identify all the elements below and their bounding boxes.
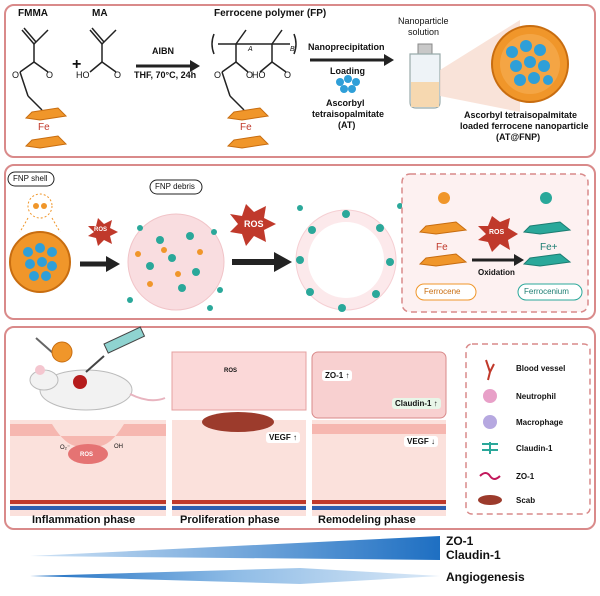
- fnp-shell-label: FNP shell: [13, 174, 48, 183]
- ferrocenium-fe-label: Fe+: [540, 242, 558, 253]
- phase-inflammation: Inflammation phase: [32, 514, 136, 526]
- nanoparticle-solution-line2: solution: [408, 27, 440, 37]
- nanoprecipitation-label: Nanoprecipitation: [308, 42, 385, 52]
- claudin1-up-label: Claudin-1 ↑: [392, 398, 441, 409]
- hollow-particle-icon: [295, 203, 411, 312]
- arrow-1: [80, 256, 120, 272]
- vegf-up-label: VEGF ↑: [266, 432, 301, 443]
- angiogenesis-trend-label: Angiogenesis: [446, 570, 525, 584]
- oh-inflam: OH: [114, 444, 123, 450]
- ma-ho-label: HO: [76, 70, 90, 80]
- fp-o2-label: O: [214, 70, 222, 80]
- ma-label: MA: [92, 8, 108, 19]
- conditions-label: THF, 70°C, 24h: [134, 70, 197, 80]
- nanoparticle-solution-line1: Nanoparticle: [398, 16, 449, 26]
- legend-blood-vessel: Blood vessel: [516, 364, 566, 373]
- vegf-down-label: VEGF ↓: [404, 436, 439, 447]
- phase-remodeling: Remodeling phase: [318, 514, 416, 526]
- zo1-claudin-wedge: [30, 536, 440, 560]
- fnp-shell-callout: [7, 171, 61, 233]
- skin-inflammation: [10, 420, 166, 516]
- reaction-arrow: [136, 60, 200, 72]
- at-label-line3: (AT): [338, 120, 356, 130]
- phase-proliferation: Proliferation phase: [180, 514, 280, 526]
- zo1-up-label: ZO-1 ↑: [322, 370, 353, 381]
- fnp-debris-callout: [149, 179, 203, 195]
- fp-ho-label: HO: [252, 70, 266, 80]
- fp-o-label: O: [246, 70, 254, 80]
- vial-icon: [409, 43, 441, 109]
- pipette-icon: [85, 326, 146, 373]
- fmma-o-label: O: [46, 70, 54, 80]
- ma-o-label: O: [114, 70, 122, 80]
- fp-sub-b: B: [290, 46, 295, 53]
- at-fnp-label-line3: (AT@FNP): [496, 132, 541, 142]
- swelling-particle-icon: [127, 213, 225, 311]
- arrow-2: [232, 252, 292, 272]
- synthesis-diagram: [19, 20, 569, 149]
- zo1-trend-label: ZO-1: [446, 534, 474, 548]
- intact-fnp-icon: [9, 231, 71, 293]
- ferrocene-pill: [415, 283, 477, 301]
- ferrocene-icon: [418, 221, 468, 267]
- ferrocenium-dot: [540, 192, 552, 204]
- trend-wedges: [30, 536, 440, 584]
- oxidation-arrow: [472, 254, 524, 266]
- o2-inflam: O₂⁻: [60, 445, 71, 451]
- ros-pr-1: ROS: [224, 368, 238, 374]
- claudin1-trend-label: Claudin-1: [446, 548, 501, 562]
- dropper-icon: [35, 337, 73, 363]
- at-molecule-icon: [336, 75, 360, 93]
- wound-healing-diagram: [10, 326, 591, 516]
- legend-scab: Scab: [516, 496, 536, 505]
- ros-label-1: ROS: [94, 227, 108, 233]
- nanoprecipitation-arrow: [310, 54, 394, 66]
- loading-label: Loading: [330, 66, 365, 76]
- fmma-label: FMMA: [18, 8, 48, 19]
- fmma-o2-label: O: [12, 70, 20, 80]
- at-fnp-particle-icon: [491, 25, 569, 103]
- fp-sub-a: A: [248, 46, 253, 53]
- at-fnp-label-line1: Ascorbyl tetraisopalmitate: [464, 110, 578, 120]
- fmma-structure: [19, 27, 49, 111]
- ferrocenium-pill-label: Ferrocenium: [524, 287, 569, 296]
- legend-macrophage: Macrophage: [516, 418, 564, 427]
- at-label-line1: Ascorbyl: [326, 98, 365, 108]
- angiogenesis-wedge: [30, 568, 440, 584]
- fnp-debris-label: FNP debris: [155, 182, 195, 191]
- legend-box: [465, 343, 591, 515]
- legend-zo1: ZO-1: [516, 472, 535, 481]
- aibn-label: AIBN: [152, 46, 174, 56]
- fp-fe-label: Fe: [240, 122, 252, 133]
- ros-label-2: ROS: [244, 219, 264, 229]
- ros-burst-icon-2: [230, 204, 276, 246]
- ros-label-3: ROS: [489, 229, 505, 236]
- degradation-diagram: [7, 171, 589, 313]
- ros-burst-icon-3: [478, 216, 518, 252]
- ferrocene-fe-label: Fe: [436, 242, 448, 253]
- legend-neutrophil: Neutrophil: [516, 392, 556, 401]
- ros-inflam: ROS: [80, 452, 94, 458]
- fmma-ferrocene-icon: [24, 107, 68, 149]
- ferrocenium-icon: [522, 221, 572, 267]
- at-label-line2: tetraisopalmitate: [312, 109, 385, 119]
- fp-title: Ferrocene polymer (FP): [214, 8, 327, 19]
- plus-sign: +: [72, 56, 82, 73]
- fmma-fe-label: Fe: [38, 122, 50, 133]
- oxidation-label: Oxidation: [478, 268, 515, 277]
- ferrocene-pill-label: Ferrocene: [424, 287, 461, 296]
- ferrocene-dot: [438, 192, 450, 204]
- legend-icons: [478, 359, 502, 505]
- ma-structure: [89, 27, 117, 73]
- fp-ferrocene-icon: [226, 107, 270, 149]
- fp-structure: [211, 29, 297, 111]
- mouse-icon: [29, 365, 166, 411]
- ferrocenium-pill: [517, 283, 583, 301]
- legend-claudin1: Claudin-1: [516, 444, 553, 453]
- fp-o3-label: O: [284, 70, 292, 80]
- ros-burst-icon: [88, 218, 118, 246]
- at-fnp-label-line2: loaded ferrocene nanoparticle: [460, 121, 589, 131]
